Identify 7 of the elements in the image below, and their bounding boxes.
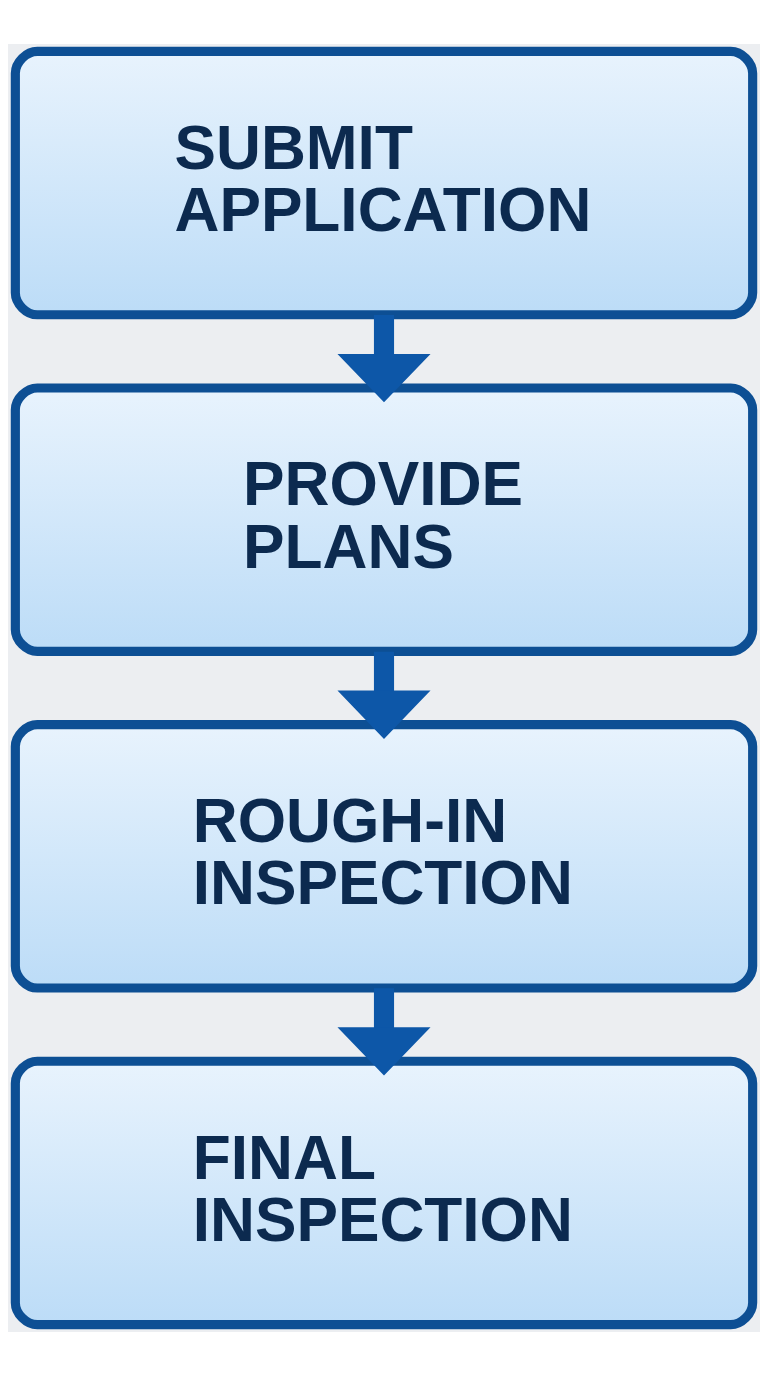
- node-box: FINAL INSPECTION: [10, 1056, 758, 1330]
- arrow: [337, 651, 431, 739]
- node-box: SUBMIT APPLICATION: [10, 46, 758, 320]
- arrow: [337, 315, 431, 403]
- node-box: PROVIDE PLANS: [10, 383, 758, 656]
- node-box: ROUGH-IN INSPECTION: [10, 720, 758, 993]
- arrow: [337, 988, 431, 1076]
